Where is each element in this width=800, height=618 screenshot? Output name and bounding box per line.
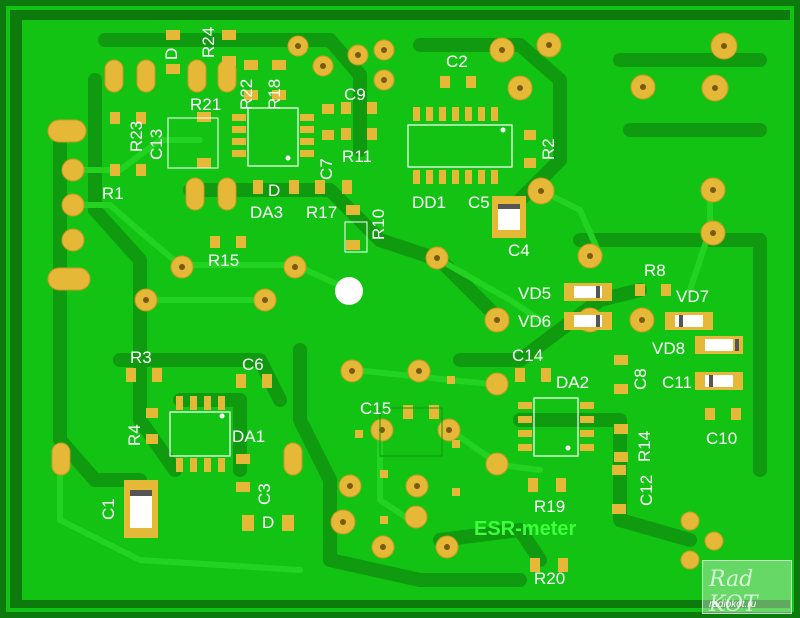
label-r19: R19: [534, 497, 566, 516]
label-c13: C13: [147, 128, 166, 160]
board-outline: [6, 6, 794, 612]
board-title: ESR-meter: [474, 518, 577, 540]
label-r1: R1: [102, 184, 124, 203]
label-r15: R15: [208, 251, 240, 270]
label-c10: C10: [706, 429, 738, 448]
label-d-mid: D: [268, 181, 281, 200]
oval-pads: [47, 59, 303, 476]
label-r21: R21: [190, 95, 222, 114]
label-c8: C8: [631, 368, 650, 390]
label-c7: C7: [317, 158, 336, 180]
label-vd5: VD5: [518, 284, 552, 303]
pad-holes: [143, 42, 727, 550]
label-c6: C6: [242, 355, 264, 374]
label-c1: C1: [99, 498, 118, 520]
label-r17: R17: [306, 203, 338, 222]
label-c15: C15: [360, 399, 392, 418]
label-r3: R3: [130, 348, 152, 367]
label-r10: R10: [369, 208, 388, 240]
label-r18: R18: [265, 78, 284, 110]
label-c9: C9: [344, 85, 366, 104]
label-r23: R23: [127, 120, 146, 152]
label-c12: C12: [637, 474, 656, 506]
watermark-logo: Rad KOT: [709, 567, 758, 617]
trace-channels: [53, 33, 767, 587]
watermark-site: radiokot.ru: [709, 599, 757, 610]
label-c4: C4: [508, 241, 530, 260]
label-r2: R2: [539, 138, 558, 160]
watermark: Rad KOT radiokot.ru: [702, 560, 792, 617]
label-dd1: DD1: [412, 193, 447, 212]
label-da1: DA1: [232, 427, 266, 446]
label-vd8: VD8: [652, 339, 686, 358]
vias: [355, 376, 460, 524]
diodes: [124, 196, 743, 538]
label-r20: R20: [534, 569, 566, 588]
label-da2: DA2: [556, 373, 590, 392]
label-d-bot: D: [262, 513, 275, 532]
label-c5: C5: [468, 193, 490, 212]
label-r4: R4: [125, 424, 144, 446]
label-r14: R14: [635, 430, 654, 462]
label-da3: DA3: [250, 203, 284, 222]
mounting-hole: [335, 277, 363, 305]
label-c14: C14: [512, 346, 544, 365]
smd-pads: [110, 30, 741, 572]
label-vd7: VD7: [676, 287, 710, 306]
label-r11: R11: [342, 147, 372, 166]
label-d-top: D: [162, 47, 181, 60]
label-c3: C3: [255, 483, 274, 505]
copper-pour-main: [22, 20, 790, 600]
label-r22: R22: [237, 78, 256, 110]
label-c11: C11: [662, 373, 692, 392]
label-r24: R24: [199, 26, 218, 58]
ic-footprints: [167, 107, 594, 472]
label-r8: R8: [644, 261, 666, 280]
label-c2: C2: [446, 52, 468, 71]
label-vd6: VD6: [518, 312, 552, 331]
